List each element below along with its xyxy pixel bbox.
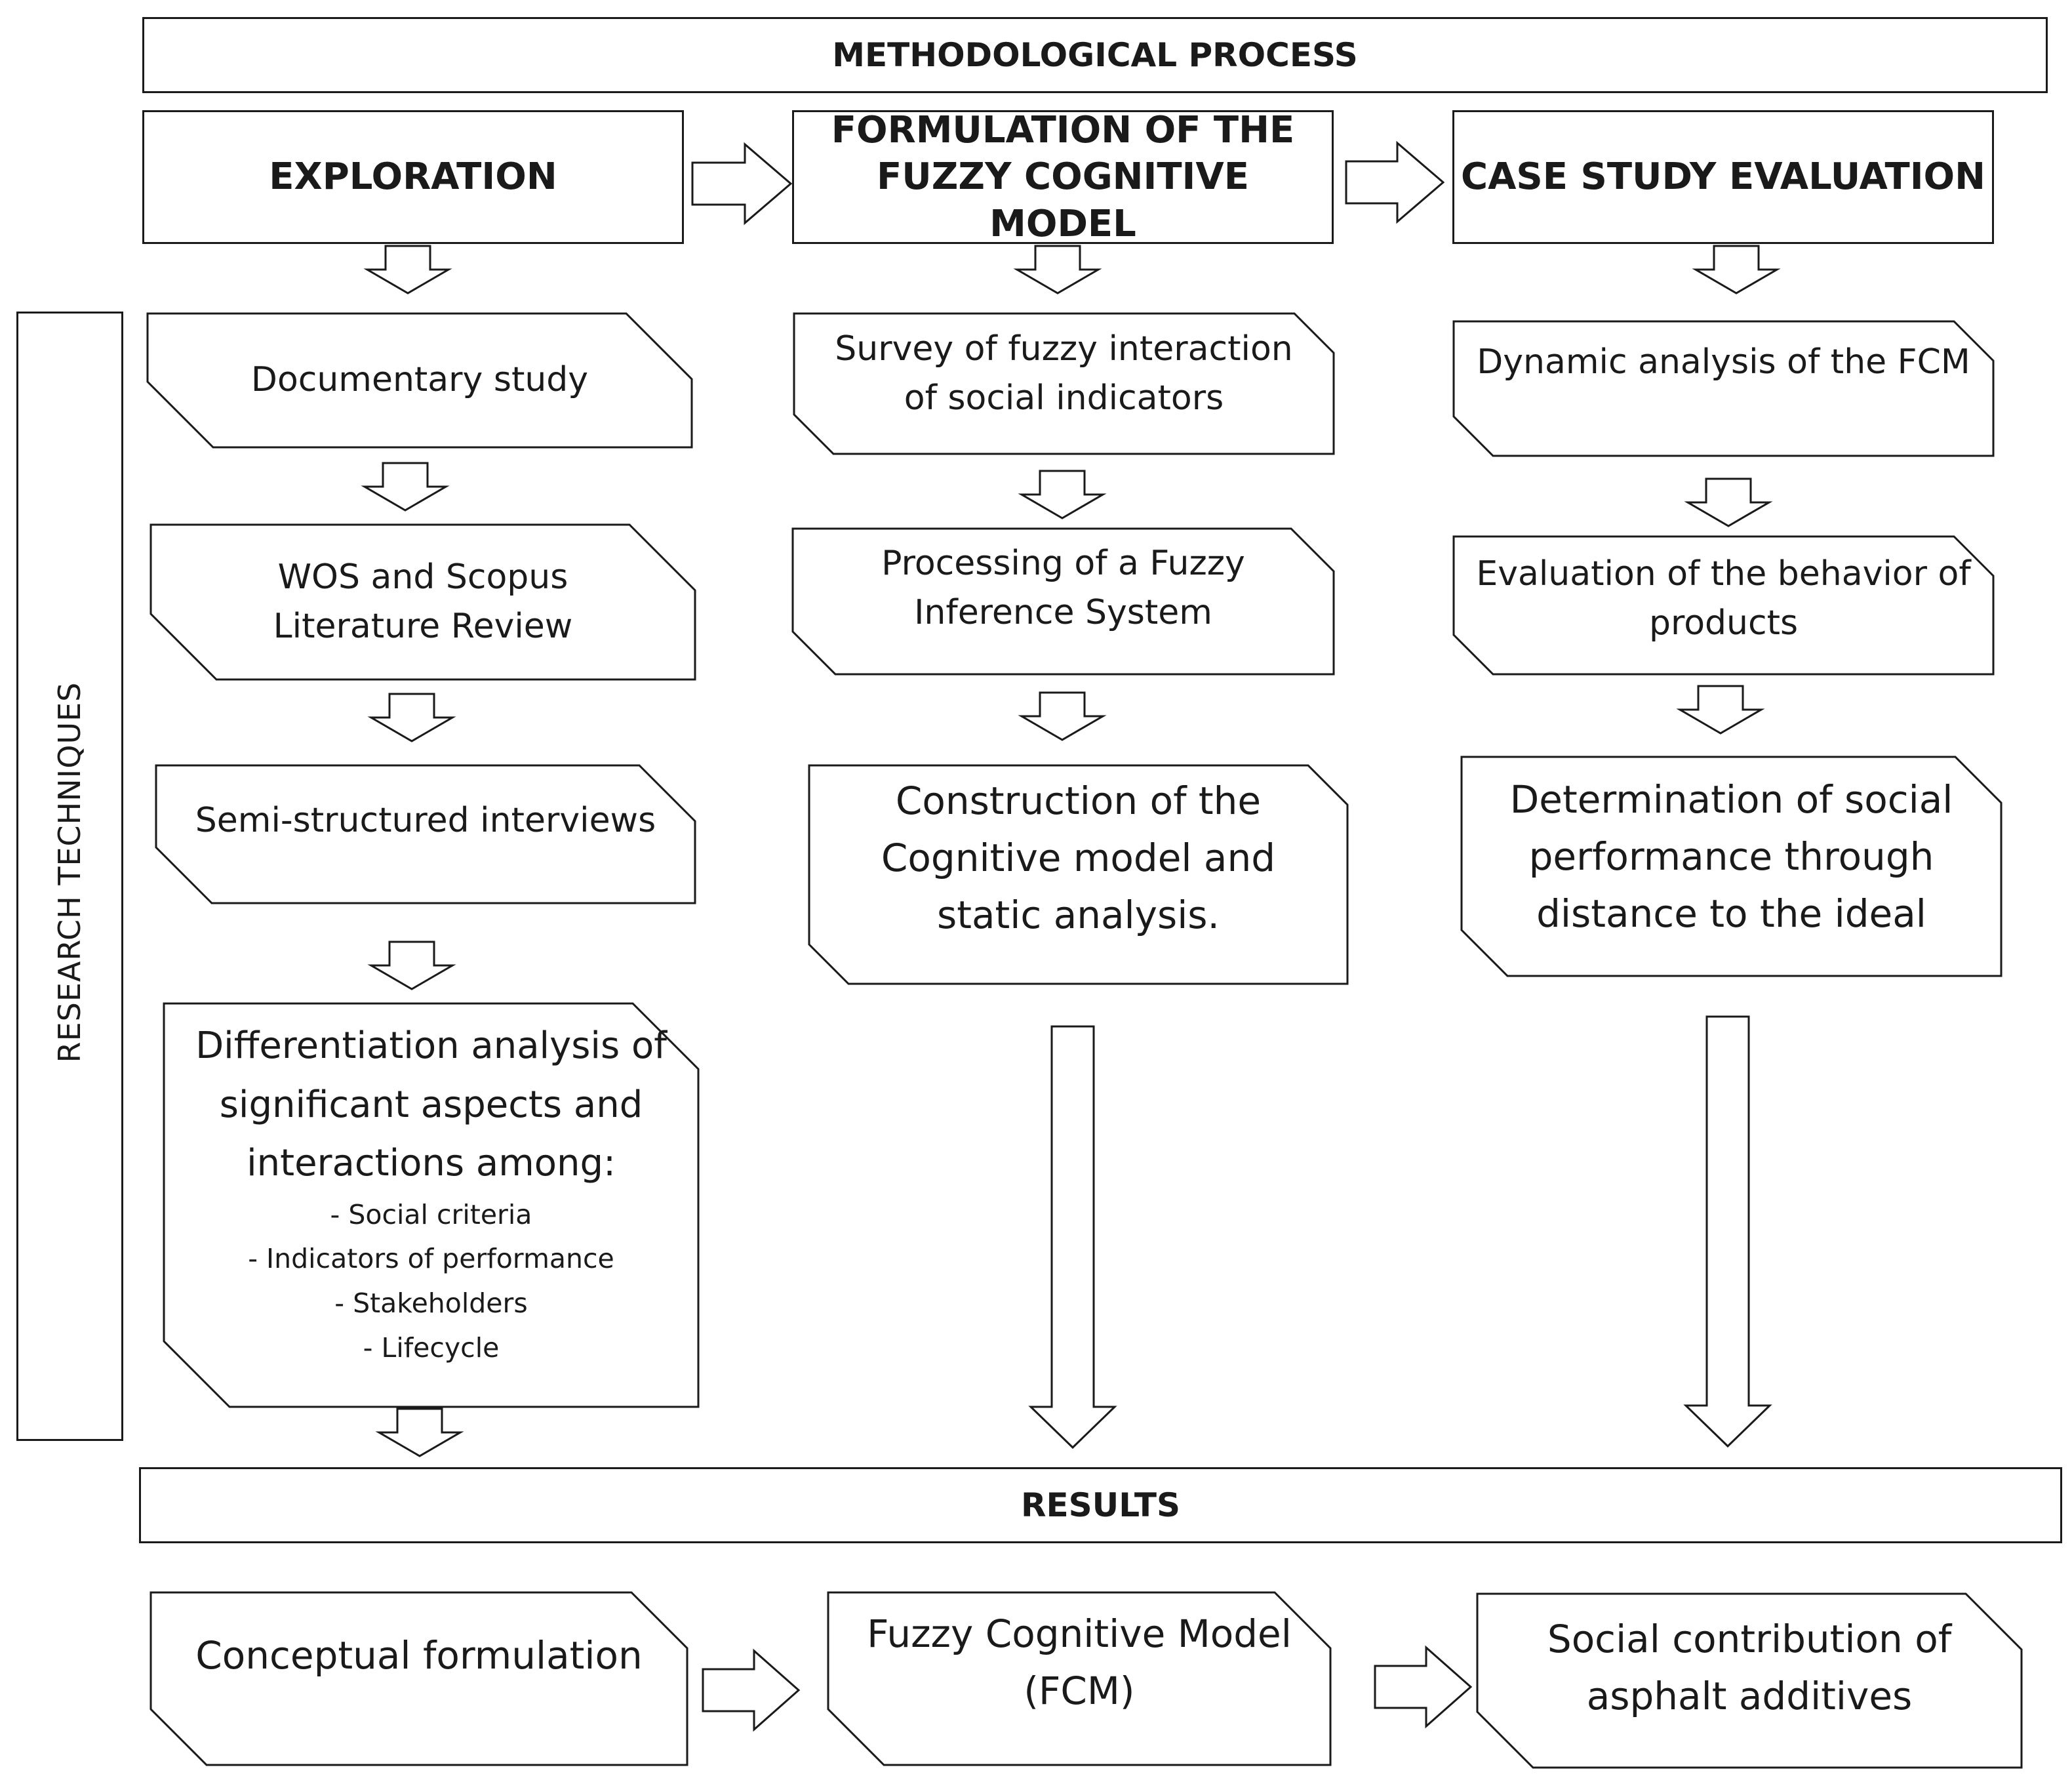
card-result-conceptual [149,1591,688,1766]
result-fuzzy-cognitive-model: Fuzzy Cognitive Model (FCM) [867,1611,1292,1713]
differentiation-item-lifecycle: - Lifecycle [363,1331,500,1364]
arrow-down-evaluation-3 [1676,685,1765,735]
arrow-down-evaluation-1 [1692,245,1781,294]
result-social-contribution: Social contribution of asphalt additives [1547,1616,1952,1718]
arrow-down-evaluation-long [1683,1015,1772,1448]
differentiation-item-indicators: - Indicators of performance [248,1243,614,1275]
step-dynamic-analysis: Dynamic analysis of the FCM [1477,342,1970,382]
arrow-down-exploration-1 [363,245,452,294]
phase-formulation-label: FORMULATION OF THE FUZZY COGNITIVE MODEL [831,108,1295,245]
arrow-down-formulation-2 [1018,470,1107,519]
differentiation-title: Differentiation analysis of significant … [195,1024,667,1185]
arrow-down-formulation-1 [1013,245,1102,294]
card-interviews [155,764,696,904]
card-social-performance [1460,756,2002,977]
step-literature-review: WOS and Scopus Literature Review [273,557,573,646]
arrow-right-result-1 [702,1648,801,1732]
card-result-social [1476,1592,2023,1769]
differentiation-item-stakeholders: - Stakeholders [334,1287,528,1320]
step-fuzzy-inference-system: Processing of a Fuzzy Inference System [881,543,1245,632]
arrow-down-exploration-3 [367,693,456,742]
step-differentiation-analysis: Differentiation analysis of significant … [164,1003,698,1407]
arrow-down-formulation-long [1028,1025,1117,1449]
title-text: METHODOLOGICAL PROCESS [832,36,1358,74]
arrow-right-phase-1 [691,142,793,226]
side-label-box [16,312,123,1441]
arrow-down-evaluation-2 [1684,477,1773,527]
title-band: METHODOLOGICAL PROCESS [142,17,2048,93]
phase-exploration: EXPLORATION [142,110,684,244]
phase-exploration-label: EXPLORATION [269,155,557,199]
side-label: RESEARCH TECHNIQUES [52,681,87,1063]
arrow-right-phase-2 [1345,140,1445,224]
results-label: RESULTS [1021,1486,1180,1524]
card-inference [791,527,1335,676]
card-survey [793,312,1335,455]
phase-evaluation-label: CASE STUDY EVALUATION [1460,155,1986,199]
result-conceptual-formulation: Conceptual formulation [195,1633,643,1678]
card-behavior [1452,535,1995,676]
card-differentiation [163,1002,700,1408]
card-literature-review [149,523,696,681]
card-result-fcm [827,1591,1332,1766]
step-documentary-study: Documentary study [250,360,589,400]
arrow-down-exploration-5 [375,1407,464,1457]
arrow-right-result-2 [1374,1645,1473,1729]
phase-evaluation: CASE STUDY EVALUATION [1452,110,1994,244]
arrow-down-exploration-4 [367,941,456,990]
step-behavior-evaluation: Evaluation of the behavior of products [1476,554,1971,643]
step-interviews: Semi-structured interviews [195,801,656,841]
arrow-down-formulation-3 [1018,691,1107,741]
card-cognitive-model [808,764,1349,985]
differentiation-item-social-criteria: - Social criteria [330,1198,532,1230]
step-cognitive-model: Construction of the Cognitive model and … [881,779,1276,937]
phase-formulation: FORMULATION OF THE FUZZY COGNITIVE MODEL [792,109,1334,245]
step-social-performance: Determination of social performance thro… [1509,777,1953,936]
card-documentary-study [146,312,693,449]
step-survey-fuzzy-interaction: Survey of fuzzy interaction of social in… [835,329,1293,418]
arrow-down-exploration-2 [361,462,450,512]
results-band: RESULTS [139,1467,2062,1543]
card-dynamic-analysis [1452,320,1995,457]
